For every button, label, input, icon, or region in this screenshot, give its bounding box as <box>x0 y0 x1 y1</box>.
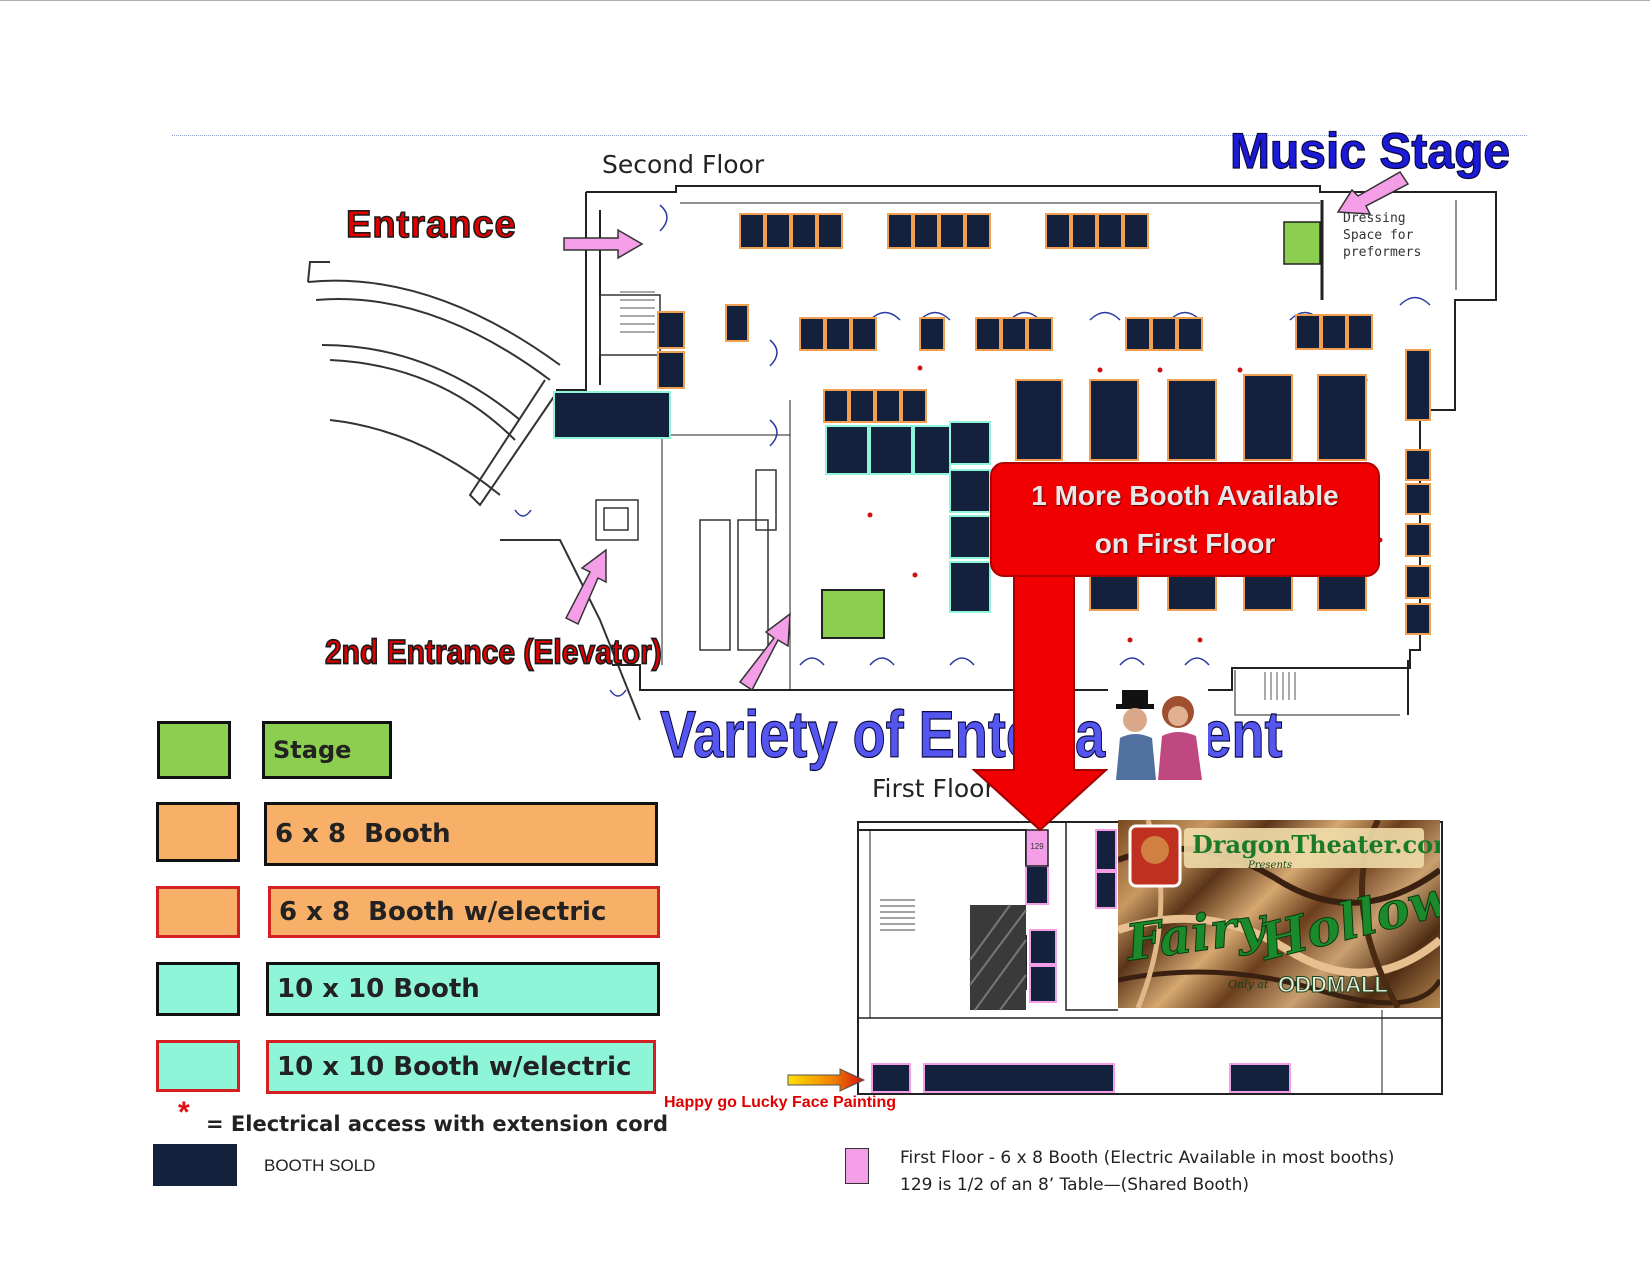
electrical-asterisk: * <box>178 1096 190 1129</box>
first-floor-booth-swatch <box>845 1148 869 1184</box>
sold-booths-10x10-block <box>553 391 991 613</box>
first-floor-sold-booths <box>871 829 1291 1093</box>
legend-10x10-electric-swatch <box>156 1040 240 1092</box>
poster-venue-prefix: Only at <box>1228 978 1269 991</box>
music-stage-callout: Music Stage <box>1229 123 1511 180</box>
booth-available-line2: on First Floor <box>1094 528 1276 559</box>
first-floor-hatched-room <box>969 904 1027 1011</box>
legend-6x8-electric-swatch <box>156 886 240 938</box>
curved-entrance-wing <box>307 261 641 721</box>
restroom-area <box>595 294 777 651</box>
entrance-callout: Entrance <box>345 203 517 247</box>
sold-booths-left-block <box>823 389 927 423</box>
legend-sold-swatch <box>153 1144 237 1186</box>
booth-available-line1: 1 More Booth Available <box>1031 480 1339 511</box>
first-floor-stairs <box>880 899 915 931</box>
legend-6x8-electric-label: 6 x 8 Booth w/electric <box>268 886 660 938</box>
legend-10x10-swatch <box>156 962 240 1016</box>
booth-129-available <box>1025 829 1049 867</box>
legend-6x8-swatch <box>156 802 240 862</box>
page-top-rule <box>0 0 1650 1</box>
first-floor-title: First Floor <box>872 774 995 803</box>
legend-sold-label: BOOTH SOLD <box>264 1156 376 1175</box>
poster-brand: DragonTheater.com <box>1192 830 1440 859</box>
entertainment-stage-area <box>821 589 885 639</box>
poster-venue: ODDMALL <box>1278 972 1389 998</box>
legend-10x10-electric-label: 10 x 10 Booth w/electric <box>266 1040 656 1094</box>
second-entrance-callout: 2nd Entrance (Elevator) <box>324 633 662 673</box>
electrical-note: = Electrical access with extension cord <box>206 1112 669 1136</box>
entrance-arrow <box>563 228 644 260</box>
sold-booths-top-row <box>739 213 1149 249</box>
legend-stage-label: Stage <box>262 721 392 779</box>
legend-6x8-label: 6 x 8 Booth <box>264 802 658 866</box>
face-painting-label: Happy go Lucky Face Painting <box>664 1094 897 1111</box>
first-floor-note-line1: First Floor - 6 x 8 Booth (Electric Avai… <box>900 1148 1395 1168</box>
sold-booths-second-row <box>657 304 1373 389</box>
header-dotted-rule <box>172 135 1527 136</box>
second-floor-title: Second Floor <box>602 150 765 179</box>
second-floor-walls <box>556 185 1497 716</box>
poster-presents: Presents <box>1248 860 1293 871</box>
booth-129-number: 129 <box>1030 842 1044 851</box>
stage-arrow <box>738 612 791 692</box>
fairy-hollow-poster: DragonTheater.com Presents Fairy Hollow … <box>1118 820 1440 1008</box>
first-floor-note-line2: 129 is 1/2 of an 8’ Table—(Shared Booth) <box>900 1175 1249 1195</box>
stairs <box>620 291 1296 700</box>
dressing-space-label: Dressing Space for preformers <box>1343 211 1422 260</box>
face-painting-arrow <box>787 1068 866 1092</box>
sold-booths-large-columns <box>1015 349 1431 635</box>
legend-10x10-label: 10 x 10 Booth <box>266 962 660 1016</box>
poster-texture <box>1118 820 1440 1008</box>
performers-photo <box>1108 688 1208 780</box>
elevator-arrow <box>564 548 607 626</box>
music-stage-area <box>1283 221 1321 265</box>
music-stage-arrow <box>1336 171 1410 215</box>
legend-stage-swatch <box>157 721 231 779</box>
booth-available-callout: 1 More Booth Available on First Floor <box>990 462 1380 577</box>
